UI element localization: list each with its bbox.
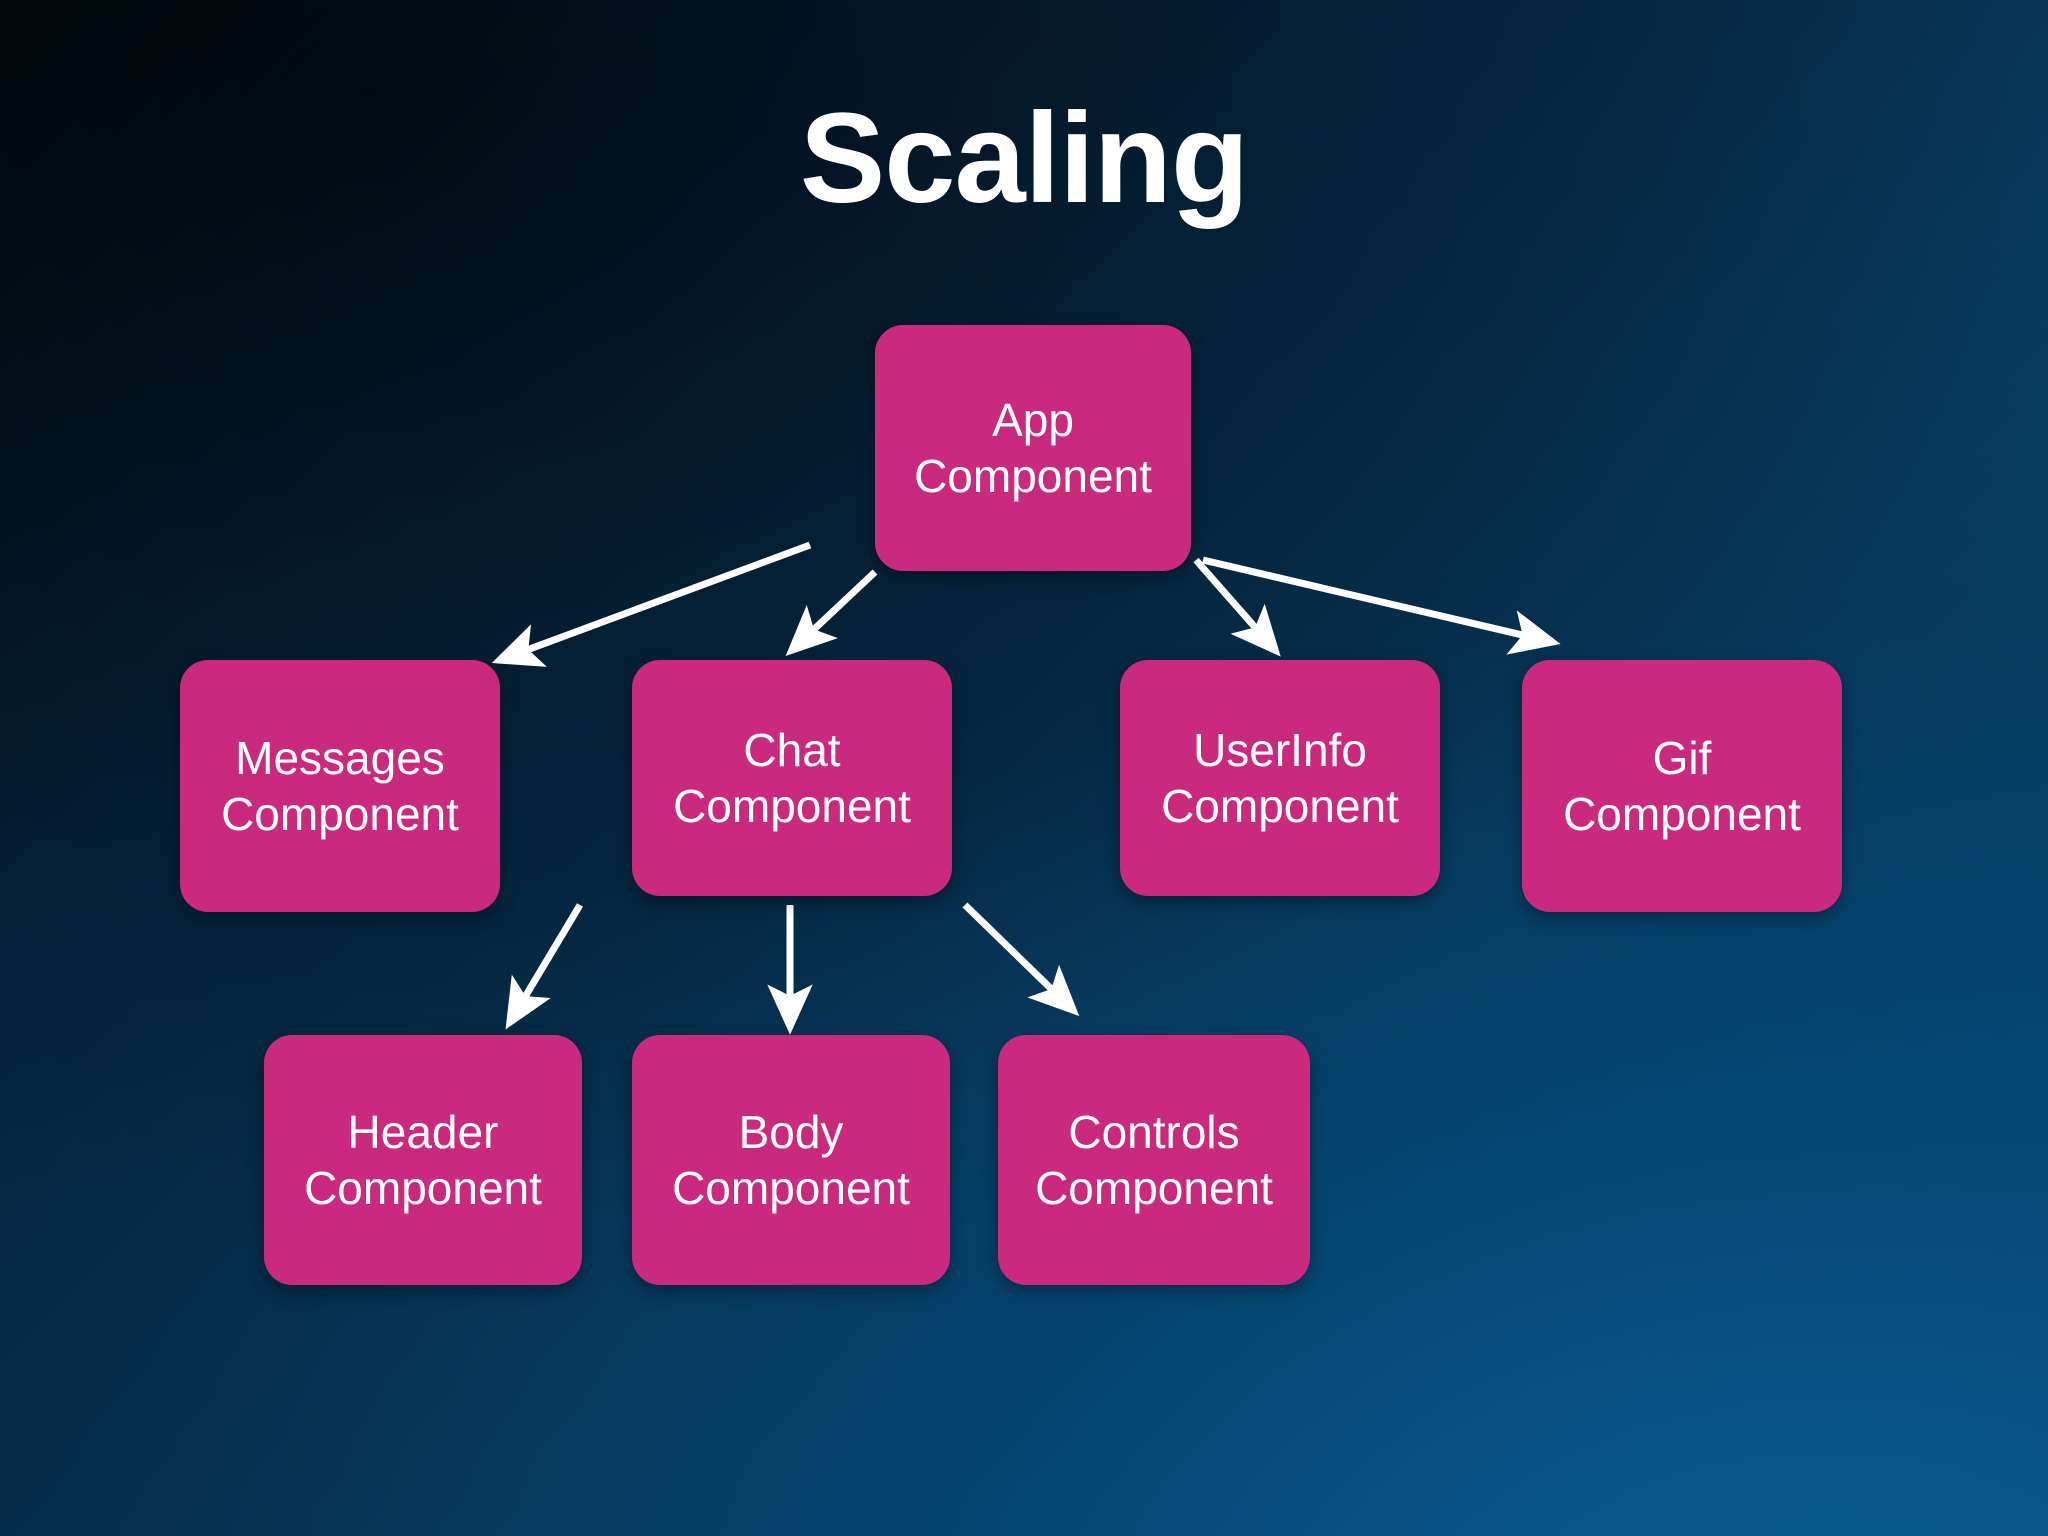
- node-header[interactable]: Header Component: [264, 1035, 582, 1285]
- arrow-app-to-gif: [1202, 556, 1561, 655]
- arrow-chat-to-controls: [962, 902, 1080, 1017]
- node-chat[interactable]: Chat Component: [632, 660, 952, 896]
- node-userinfo-label: UserInfo Component: [1161, 723, 1399, 832]
- node-header-label: Header Component: [304, 1105, 542, 1214]
- node-messages[interactable]: Messages Component: [180, 660, 500, 912]
- node-body[interactable]: Body Component: [632, 1035, 950, 1285]
- node-app-label: App Component: [914, 393, 1152, 502]
- node-controls-label: Controls Component: [1035, 1105, 1273, 1214]
- node-messages-label: Messages Component: [221, 731, 459, 840]
- page-title: Scaling: [799, 87, 1249, 230]
- node-gif[interactable]: Gif Component: [1522, 660, 1842, 912]
- arrow-app-to-messages: [491, 541, 812, 667]
- arrow-app-to-userinfo: [1193, 557, 1281, 657]
- node-gif-label: Gif Component: [1563, 731, 1801, 840]
- node-chat-label: Chat Component: [673, 723, 911, 832]
- node-body-label: Body Component: [672, 1105, 910, 1214]
- node-userinfo[interactable]: UserInfo Component: [1120, 660, 1440, 896]
- arrow-app-to-chat: [785, 569, 878, 656]
- arrow-chat-to-header: [505, 903, 584, 1030]
- node-app[interactable]: App Component: [875, 325, 1191, 571]
- node-controls[interactable]: Controls Component: [998, 1035, 1310, 1285]
